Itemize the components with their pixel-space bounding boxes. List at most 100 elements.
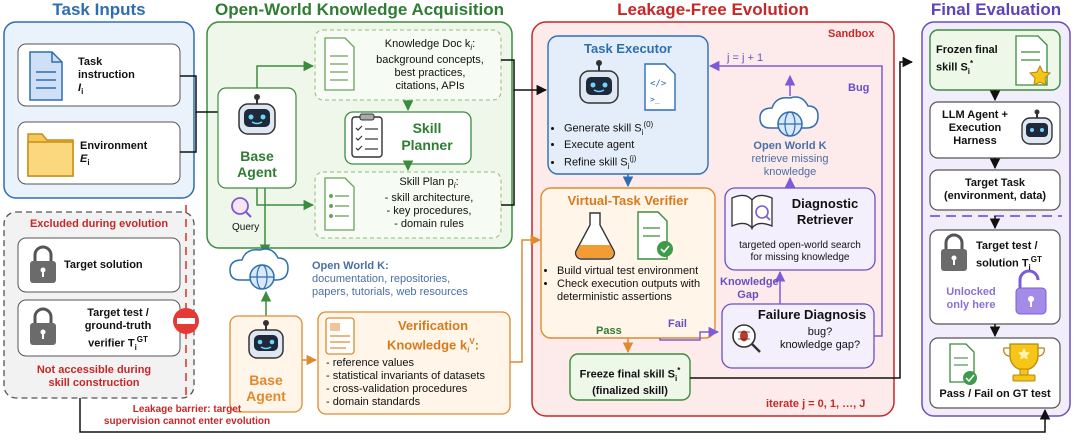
environment-line-1: Environment [80, 140, 148, 152]
arrow-instruction-to-agent [180, 75, 234, 118]
diagnostic-retriever-title: Diagnostic Retriever [778, 196, 872, 228]
robot-icon [238, 94, 276, 135]
executor-item-3: Refine skill Si(j) [564, 152, 708, 173]
target-solution-card [17, 237, 181, 293]
unlocked-padlock-icon [1015, 269, 1047, 315]
retrieve-line-2: retrieve missing [751, 153, 829, 165]
verifier-line-3: verifier TiGT [88, 335, 148, 352]
final-header: Final Evaluation [930, 0, 1062, 19]
target-task-line-1: Target Task [964, 177, 1026, 189]
book-search-icon [731, 194, 773, 230]
knowledge-doc-text: Knowledge Doc ki: background concepts, b… [360, 38, 500, 93]
failure-diagnosis-text: bug? knowledge gap? [770, 326, 870, 352]
padlock-icon [30, 245, 56, 283]
verifier-item-1: Build virtual test environment [557, 265, 713, 278]
target-task-line-2: (environment, data) [943, 190, 1047, 202]
retriever-desc-2: for missing knowledge [750, 252, 850, 263]
unlocked-line-2: only here [946, 299, 996, 311]
task-inputs-header: Task Inputs [52, 0, 146, 19]
folder-icon [27, 133, 74, 177]
evolution-header: Leakage-Free Evolution [617, 0, 809, 19]
retriever-line-2: Retriever [796, 212, 854, 227]
note-line-2: skill construction [48, 377, 140, 389]
verif-item-1: - reference values [326, 357, 415, 369]
knowledge-header: Open-World Knowledge Acquisition [215, 0, 504, 19]
arrow-knowledge-to-executor [501, 59, 548, 96]
robot-icon [579, 60, 619, 104]
verification-knowledge-title: Verification Knowledge kiV: [358, 318, 508, 359]
harness-line-3: Harness [953, 135, 997, 147]
executor-item-1: Generate skill Si(0) [564, 118, 708, 139]
sandbox-label: Sandbox [828, 28, 875, 40]
doc-line-2: best practices, [394, 67, 466, 80]
skill-plan-card [314, 171, 502, 239]
open-world-text: Open World K: documentation, repositorie… [312, 260, 512, 299]
robot-icon [1021, 109, 1053, 145]
plan-item-1: - skill architecture, [384, 192, 474, 205]
verifier-item-2: Check execution outputs with determinist… [557, 278, 713, 304]
ground-truth-verifier-label: Target test / ground-truth verifier TiGT [60, 307, 176, 354]
knowledge-doc-icon [324, 37, 355, 91]
report-icon [325, 317, 355, 355]
frozen-line-2: skill Si* [936, 59, 974, 76]
knowledge-doc-title: Knowledge Doc ki: [384, 38, 476, 53]
unlocked-line-1: Unlocked [946, 286, 996, 298]
plan-item-3: - domain rules [394, 218, 464, 231]
virtual-task-verifier-card [540, 187, 716, 339]
diagnosis-line-2: knowledge gap? [779, 339, 861, 351]
note-line-1: Not accessible during [36, 364, 152, 376]
verif-item-3: - cross-validation procedures [326, 383, 468, 395]
task-executor-title: Task Executor [584, 41, 672, 56]
plan-item-2: - key procedures, [386, 205, 472, 218]
arrow-freeze-to-final [690, 56, 914, 379]
bug-label: Bug [848, 82, 870, 94]
arrow-environment-to-agent [180, 112, 197, 153]
barrier-line-1: Leakage barrier: target [132, 404, 242, 415]
task-instruction-label: Task instruction Ii [78, 56, 174, 98]
freeze-line-1: Freeze final skill Si* [579, 366, 681, 383]
bug-magnifier-icon [732, 324, 761, 353]
knowledge-gap-line-1: Knowledge [720, 276, 779, 288]
harness-line-1: LLM Agent + [942, 109, 1008, 121]
leakage-barrier-note: Leakage barrier: target supervision cann… [92, 404, 282, 428]
no-entry-icon [173, 308, 199, 334]
arrow-agent-to-doc [256, 60, 315, 88]
barrier-line-2: supervision cannot enter evolution [103, 416, 271, 427]
skill-plan-title: Skill Plan pi: [399, 176, 459, 191]
target-test-label: Target test / solution TiGT [976, 240, 1060, 274]
environment-symbol: Ei [80, 153, 90, 168]
virtual-task-verifier-items: Build virtual test environment Check exe… [545, 265, 713, 304]
arrow-agent-to-plan [256, 188, 315, 211]
base-agent2-card [229, 315, 303, 413]
verif-item-4: - domain standards [326, 396, 421, 408]
query-label: Query [232, 222, 260, 233]
verif-item-2: - statistical invariants of datasets [326, 370, 485, 382]
harness-label: LLM Agent + Execution Harness [932, 109, 1018, 148]
retriever-desc-1: targeted open-world search [739, 240, 861, 251]
skill-planner-label: Skill Planner [384, 120, 470, 154]
arrow-plan-to-executor [501, 90, 515, 206]
arrow-verification-to-verifier [510, 234, 542, 363]
checked-doc-icon [637, 211, 673, 260]
planner-line-1: Skill [412, 120, 442, 136]
base-agent2-label: Base Agent [230, 372, 302, 404]
retrieve-line-1: Open World K [753, 140, 827, 152]
document-icon [29, 51, 63, 101]
planner-line-2: Planner [401, 137, 453, 153]
svg-text:>_: >_ [650, 95, 660, 104]
globe-cloud-icon [759, 96, 819, 137]
result-label: Pass / Fail on GT test [939, 388, 1051, 400]
trophy-icon [1003, 343, 1045, 382]
excluded-title: Excluded during evolution [29, 218, 169, 230]
environment-label: Environment Ei [80, 140, 176, 169]
verification-items: - reference values - statistical invaria… [326, 357, 510, 409]
task-executor-items: Generate skill Si(0) Execute agent Refin… [552, 118, 708, 173]
knowledge-doc-card [314, 29, 502, 101]
skill-plan-text: Skill Plan pi: - skill architecture, - k… [358, 176, 500, 231]
verif-line-1: Verification [397, 318, 469, 333]
test-line-1: Target test / [976, 240, 1038, 252]
freeze-line-2: (finalized skill) [592, 384, 668, 397]
verification-knowledge-card [317, 311, 511, 415]
doc-line-1: background concepts, [376, 54, 484, 67]
